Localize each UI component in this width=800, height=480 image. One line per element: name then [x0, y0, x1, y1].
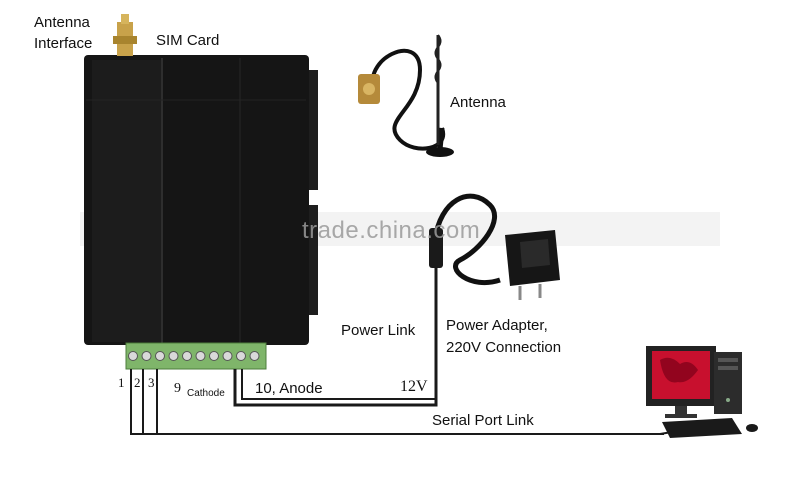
- terminal-screw: [222, 351, 233, 361]
- terminal-screw: [209, 351, 219, 361]
- serial-port-wire: [130, 369, 673, 435]
- pin-2-label: 2: [134, 375, 141, 390]
- sma-connector: [113, 14, 137, 56]
- terminal-screw: [249, 351, 260, 361]
- cathode-label: Cathode: [187, 388, 225, 399]
- terminal-screw: [182, 351, 192, 361]
- power-link-label: Power Link: [341, 322, 416, 339]
- power-adapter-label: Power Adapter, 220V Connection: [446, 317, 562, 356]
- terminal-screw: [168, 351, 179, 361]
- serial-port-link-label: Serial Port Link: [432, 412, 534, 429]
- terminal-screw: [128, 351, 138, 361]
- terminal-screw: [195, 351, 206, 361]
- terminal-block: [125, 342, 267, 370]
- pin-10-anode-label: 10, Anode: [255, 380, 323, 397]
- antenna-accessory: [358, 34, 454, 157]
- pin-1-label: 1: [118, 375, 125, 390]
- antenna-label: Antenna: [450, 94, 506, 111]
- sim-card-label: SIM Card: [156, 32, 220, 49]
- computer: [646, 346, 758, 438]
- voltage-label: 12V: [400, 378, 428, 395]
- watermark: trade.china.com: [302, 217, 481, 244]
- power-link-wire: [233, 268, 438, 407]
- pin-3-label: 3: [148, 375, 155, 390]
- modem-device: [84, 55, 318, 345]
- antenna-interface-label: Antenna Interface: [34, 14, 93, 52]
- terminal-screw: [155, 351, 165, 361]
- pin-9-label: 9: [174, 381, 181, 396]
- terminal-screw: [141, 351, 152, 361]
- power-adapter: [429, 193, 560, 300]
- terminal-screw: [236, 351, 246, 361]
